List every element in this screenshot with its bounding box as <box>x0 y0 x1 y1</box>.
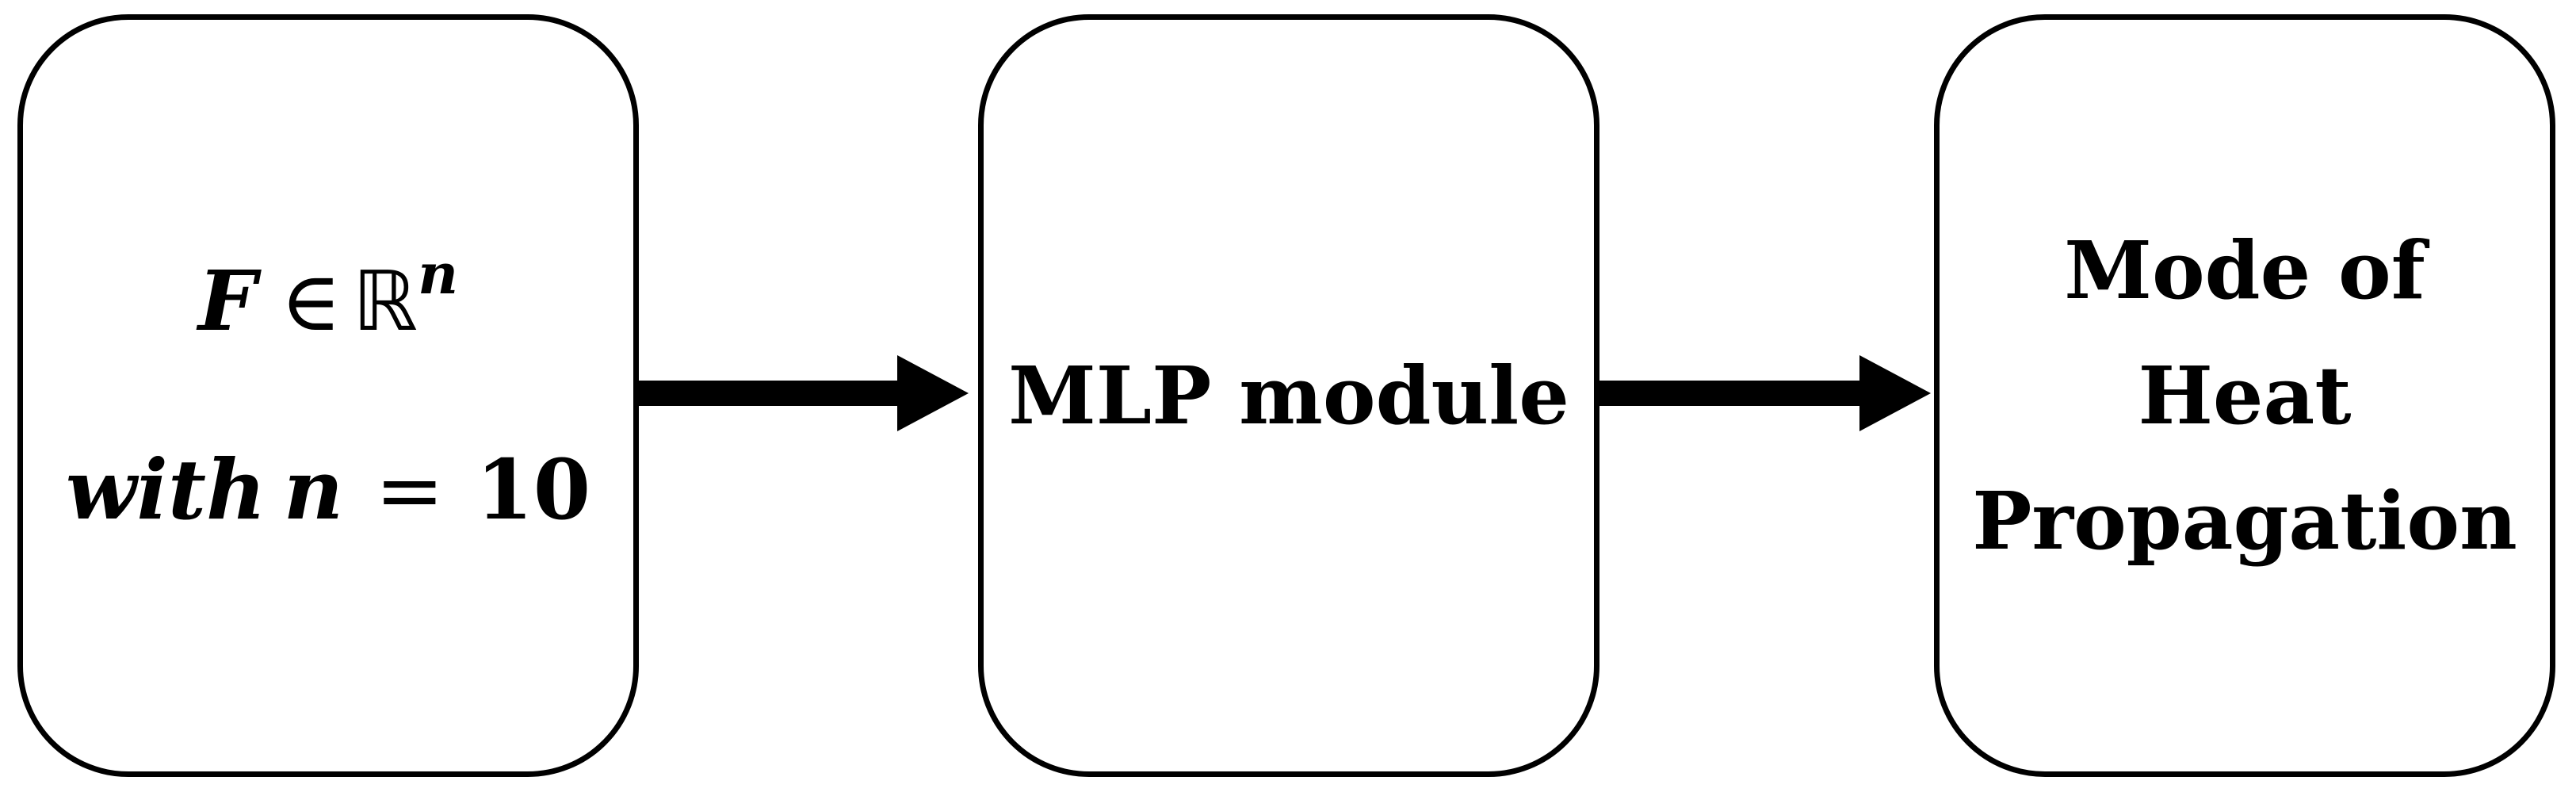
equals-symbol: = <box>375 442 445 538</box>
real-numbers-symbol: ℝ <box>352 253 419 350</box>
dimension-variable: n <box>283 441 344 538</box>
output-label-line: Propagation <box>1972 474 2517 568</box>
arrow-input-to-mlp <box>639 355 969 431</box>
feature-variable: F <box>197 252 257 350</box>
output-label-line: Heat <box>2138 349 2352 442</box>
arrow-shaft <box>639 381 900 406</box>
feature-space-formula: F∈ℝn <box>198 207 458 396</box>
output-label-line: Mode of <box>2064 224 2425 317</box>
arrow-shaft <box>1599 381 1863 406</box>
mlp-module-label: MLP module <box>1008 349 1569 442</box>
element-of-symbol: ∈ <box>280 253 342 350</box>
with-word: with <box>65 441 266 538</box>
dimension-value: 10 <box>476 441 591 538</box>
mlp-module-box: MLP module <box>978 14 1599 777</box>
output-mode-box: Mode of Heat Propagation <box>1934 14 2555 777</box>
arrow-mlp-to-output <box>1599 355 1931 431</box>
dimension-exponent: n <box>418 241 459 307</box>
arrow-head <box>897 355 969 431</box>
arrow-head <box>1859 355 1931 431</box>
